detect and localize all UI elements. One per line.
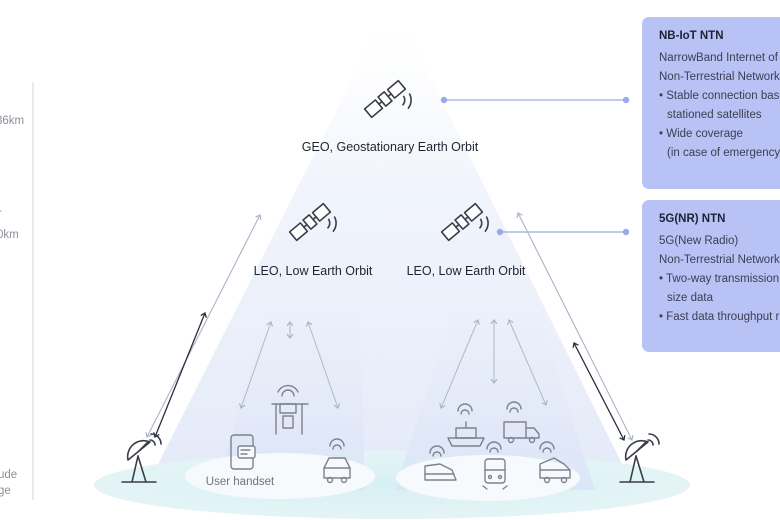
- nr-ntn-panel: 5G(NR) NTN 5G(New Radio) Non-Terrestrial…: [642, 200, 780, 352]
- truck-icon: [503, 401, 540, 444]
- nbiot-ntn-bullet-1: • Stable connection base: [659, 87, 780, 106]
- link-left-3: [308, 322, 338, 408]
- left-device-zone: [185, 453, 375, 499]
- leo-right-satellite-icon: [440, 202, 489, 242]
- nr-ntn-bullet-1-cont: size data: [667, 292, 714, 304]
- geo-satellite-icon: [363, 79, 412, 119]
- nbiot-ntn-panel: NB-IoT NTN NarrowBand Internet of Non-Te…: [642, 17, 780, 189]
- ground-station-right-icon: [619, 433, 660, 483]
- nbiot-ntn-desc-1: NarrowBand Internet of: [659, 52, 778, 64]
- suv-icon: [539, 441, 571, 484]
- nr-ntn-desc-1: 5G(New Radio): [659, 235, 739, 247]
- link-station-left-active: [155, 313, 205, 437]
- nr-ntn-bullet-1-text: Two-way transmission: [666, 273, 780, 285]
- leo-connector-start: [496, 228, 504, 236]
- nr-ntn-desc-2: Non-Terrestrial Network: [659, 254, 780, 266]
- nbiot-ntn-bullet-2: • Wide coverage: [659, 128, 743, 140]
- nbiot-ntn-bullet-1-cont: stationed satellites: [667, 109, 762, 121]
- train-icon: [482, 441, 508, 490]
- ground-station-left-icon: [121, 433, 162, 483]
- user-handset-icon: [230, 434, 256, 470]
- nbiot-ntn-title: NB-IoT NTN: [659, 30, 724, 42]
- nbiot-ntn-bullet-2-cont: (in case of emergency): [667, 147, 780, 159]
- nr-ntn-bullet-2: • Fast data throughput r: [659, 311, 780, 323]
- user-handset-label: User handset: [206, 476, 275, 488]
- bullet-train-icon: [424, 445, 457, 481]
- nbiot-ntn-desc-2: Non-Terrestrial Network: [659, 71, 780, 83]
- nr-ntn-title: 5G(NR) NTN: [659, 213, 726, 225]
- leo-right-orbit-label: LEO, Low Earth Orbit: [407, 264, 526, 278]
- nr-ntn-bullet-1: • Two-way transmission: [659, 273, 780, 285]
- nbiot-ntn-bullet-1-text: Stable connection base: [666, 90, 780, 102]
- link-station-right-active: [574, 343, 624, 440]
- geo-orbit-label: GEO, Geostationary Earth Orbit: [302, 140, 479, 154]
- leo-left-satellite-icon: [288, 202, 337, 242]
- altitude-axis-label-1: ude: [0, 469, 17, 481]
- car-icon: [323, 438, 351, 484]
- ship-icon: [447, 403, 485, 447]
- altitude-axis-label-2: ge: [0, 485, 11, 497]
- nbiot-ntn-bullet-2-text: Wide coverage: [666, 128, 743, 140]
- ground-area: [94, 451, 690, 519]
- link-left-1: [241, 322, 271, 408]
- altitude-tick-36km: 36km: [0, 115, 24, 127]
- geo-connector-start: [440, 96, 448, 104]
- leo-connector-end: [622, 228, 630, 236]
- altitude-tick-0km: 0km: [0, 229, 19, 241]
- geo-connector-end: [622, 96, 630, 104]
- nr-ntn-bullet-2-text: Fast data throughput r: [666, 311, 780, 323]
- link-right-1: [441, 320, 478, 408]
- leo-left-orbit-label: LEO, Low Earth Orbit: [254, 264, 373, 278]
- altitude-tick-mark: -: [0, 205, 2, 217]
- drone-icon: [271, 384, 309, 435]
- link-right-3: [509, 320, 546, 405]
- right-device-zone: [396, 455, 580, 501]
